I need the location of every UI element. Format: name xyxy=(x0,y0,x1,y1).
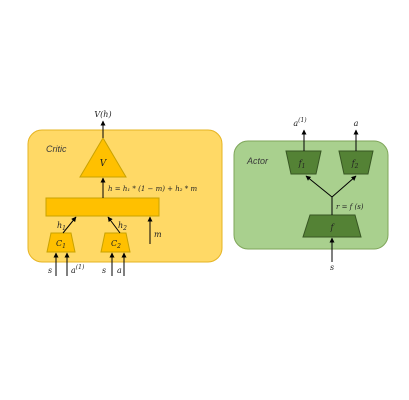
c1-node-label: C1 xyxy=(56,239,66,250)
r-equation-label: r = f (s) xyxy=(336,203,364,211)
v-output-label: V(h) xyxy=(94,110,111,119)
h2-arrow xyxy=(107,216,121,234)
v-node-label: V xyxy=(100,159,108,169)
m-label: m xyxy=(154,230,162,239)
actor-title: Actor xyxy=(246,156,269,166)
h2-label: h2 xyxy=(118,221,127,232)
c1-network-node xyxy=(46,232,76,253)
output-a1-label: a(1) xyxy=(293,117,307,128)
actor-panel: Actor f1 f2 a(1) a f r = f (s) s xyxy=(233,117,389,272)
c1-input-s-label: s xyxy=(48,266,52,275)
f1-network-node xyxy=(285,150,322,175)
f-network-node xyxy=(302,214,362,238)
output-a-label: a xyxy=(354,119,359,128)
c2-node-label: C2 xyxy=(111,239,121,250)
h1-arrow xyxy=(62,216,77,234)
actor-input-s-label: s xyxy=(330,263,334,272)
f2-node-label: f2 xyxy=(351,159,359,170)
h-equation-label: h = h₁ * (1 − m) + h₂ * m xyxy=(108,185,198,193)
c2-network-node xyxy=(100,232,131,253)
f1-node-label: f1 xyxy=(298,159,306,170)
mixing-layer xyxy=(45,197,160,217)
critic-title: Critic xyxy=(46,144,67,154)
f-node-label: f xyxy=(330,223,336,232)
critic-box xyxy=(27,129,223,263)
critic-panel: Critic V V(h) h = h₁ * (1 − m) + h₂ * m … xyxy=(27,110,223,276)
v-network-node xyxy=(79,137,127,178)
c2-input-s-label: s xyxy=(102,266,106,275)
c1-input-a1-label: a(1) xyxy=(71,264,85,275)
f2-network-node xyxy=(338,150,374,175)
r-to-f1-arrow xyxy=(305,175,333,198)
r-to-f2-arrow xyxy=(331,175,357,198)
h1-label: h1 xyxy=(57,221,66,232)
c2-input-a-label: a xyxy=(117,266,122,275)
